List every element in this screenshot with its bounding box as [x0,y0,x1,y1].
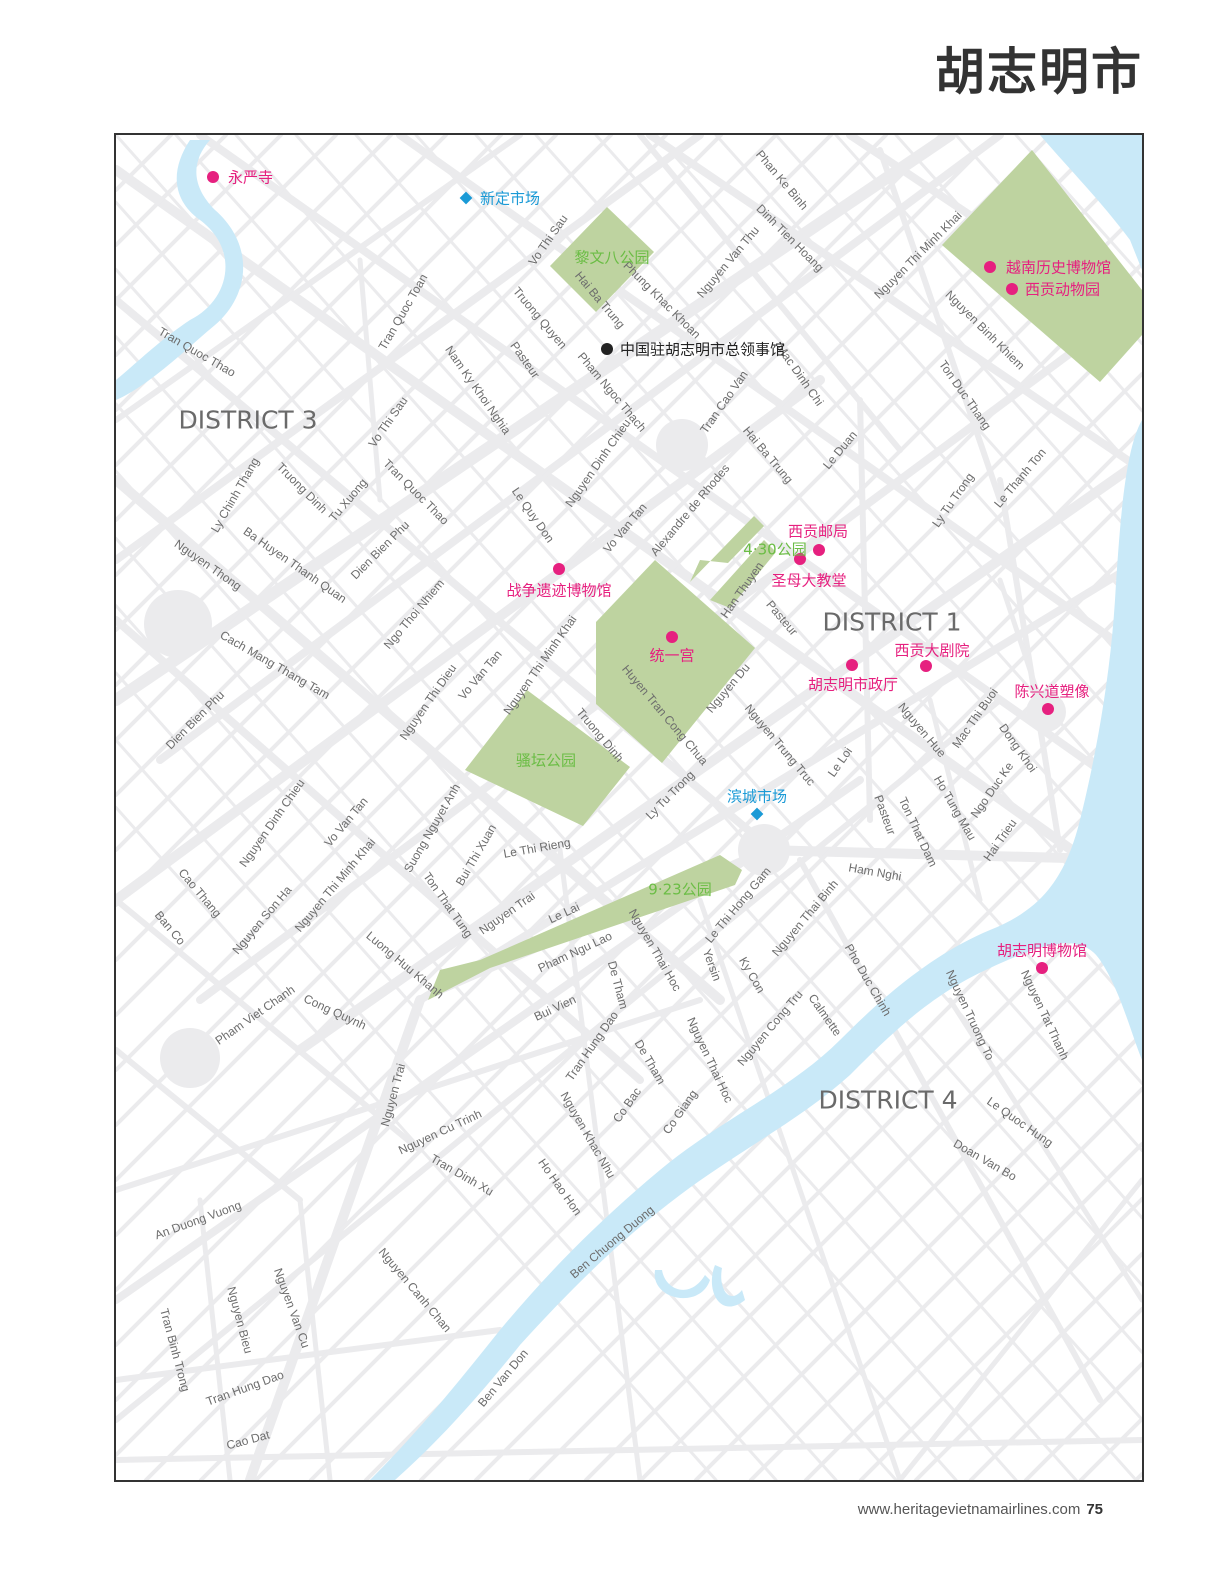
rivers [116,135,1142,1480]
park-30-4-b [710,540,776,608]
street-line [584,922,1142,1480]
street-line [116,697,1003,1423]
park-30-4 [690,516,764,582]
street-line [797,857,1103,1403]
street-line [969,1307,1142,1480]
street-line [116,427,1142,1457]
street-line [1079,1417,1142,1480]
street-line [646,135,1142,474]
street-line [116,135,704,564]
street-line [197,1197,233,1480]
street-line [116,135,956,706]
street-line [294,135,1142,1085]
street-line [116,1437,1142,1463]
street-line [914,1252,1142,1480]
street-line [116,1327,503,1383]
street-line [116,375,825,905]
street-line [116,738,778,1480]
park-saigon-zoo [942,150,1142,382]
park-independence-palace [596,560,755,763]
park-le-van-tam [550,207,654,312]
street-line [144,482,1142,1480]
street-line [116,135,668,687]
street-line [834,135,1142,480]
street-line [199,537,1142,1480]
street-line [857,397,873,823]
street-line [116,135,173,192]
street-line [156,135,1004,764]
street-line [254,592,1142,1480]
street-line [654,135,1142,682]
street-line [116,200,1142,1354]
street-line [116,372,1142,1402]
street-line [116,671,838,1480]
street-line [927,697,983,903]
street-line [116,469,1018,1480]
street-line [116,604,898,1480]
park-23-9 [428,855,742,1000]
page-title: 胡志明市 [935,43,1143,101]
street-line [774,135,1142,547]
street-line [897,1177,1142,1480]
street-line [116,135,888,907]
street-line [639,977,1142,1480]
street-line [637,135,903,453]
page-number: 75 [1086,1501,1103,1518]
street-line [997,577,1043,703]
street-line [116,135,228,247]
street-line [309,647,1142,1480]
street-line [714,135,1142,614]
street-line [116,402,1078,1480]
street-line [557,847,643,1480]
parks-areas [428,150,1142,1000]
street-line [116,806,718,1480]
park-tao-dan [465,690,630,826]
street-line [697,897,903,1480]
street-line [116,537,958,1480]
street-line [295,455,1142,1055]
footer-url[interactable]: www.heritagevietnamairlines.com [857,1501,1081,1518]
street-line [357,257,383,503]
street-line [749,1087,1142,1480]
street-line [804,1142,1142,1480]
street-line [116,135,833,852]
street-line [116,135,998,1017]
roundabouts [144,419,1066,1088]
street-line [116,616,644,1084]
street-line [116,135,613,632]
street-line [414,135,1142,951]
street-line [594,135,1142,749]
street-line [116,1047,303,1203]
street-line [116,135,503,522]
street-network [116,135,1142,1480]
footer: www.heritagevietnamairlines.com 75 [858,1501,1103,1518]
street-line [859,1197,1142,1480]
street-line [297,1197,333,1480]
street-line [116,997,703,1193]
street-line [116,268,1142,1421]
street-line [116,135,778,797]
street-line [416,556,1142,1004]
street-line [116,135,943,962]
street-line [116,135,448,467]
